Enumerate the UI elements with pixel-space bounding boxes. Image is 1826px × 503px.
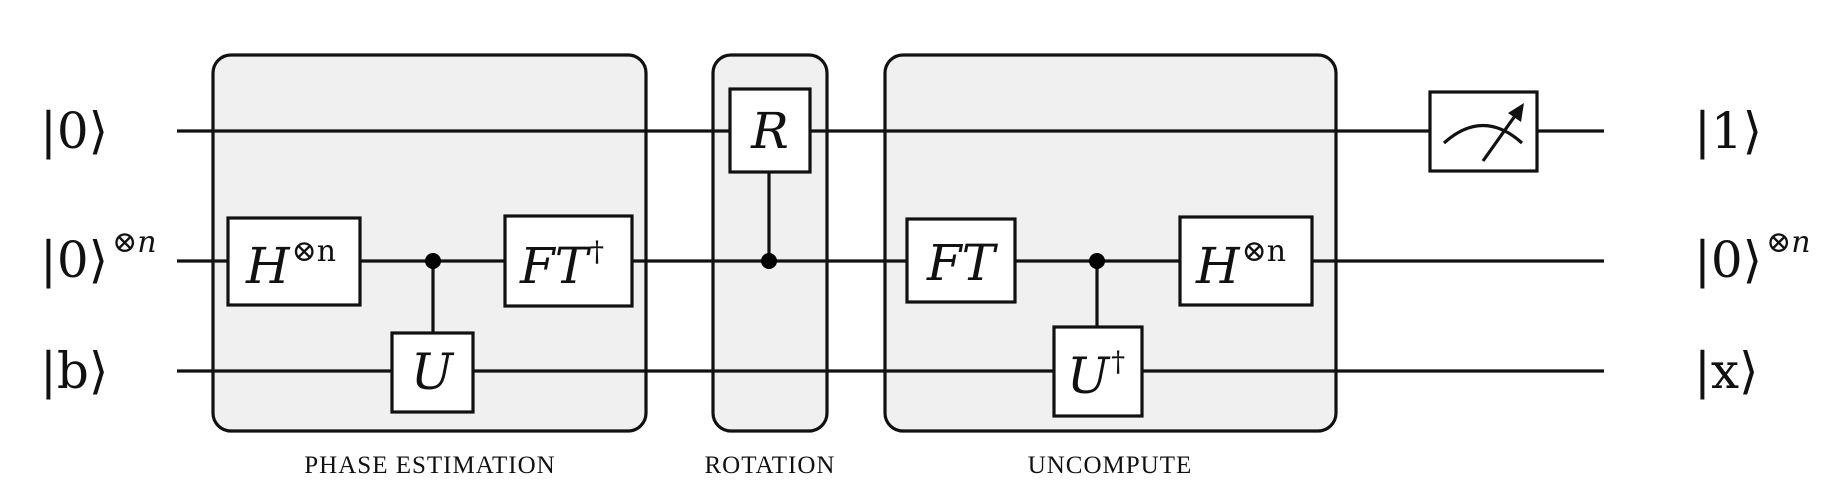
- control-dot-r: [761, 253, 777, 269]
- rotation-gate: [728, 87, 812, 174]
- meter-arc: [1442, 123, 1524, 145]
- hadamard-gate-2: [1178, 215, 1314, 307]
- uncompute-label: UNCOMPUTE: [1028, 452, 1193, 479]
- u-dagger-gate: [1052, 325, 1144, 418]
- meter-icon: [1428, 90, 1539, 173]
- inverse-fourier-gate-label: FT†: [519, 235, 604, 295]
- rotation-label: ROTATION: [705, 452, 836, 479]
- output-x: |x⟩: [1694, 342, 1759, 400]
- fourier-gate-label: FT: [926, 234, 999, 292]
- phase-estimation-label: PHASE ESTIMATION: [304, 452, 555, 479]
- u-dagger-gate-label: U†: [1067, 345, 1125, 405]
- output-qubit-0: |1⟩: [1694, 102, 1762, 160]
- input-b: |b⟩: [40, 342, 108, 400]
- inverse-fourier-gate: [503, 214, 634, 308]
- hadamard-gate: [226, 216, 362, 307]
- unitary-gate-label: U: [411, 343, 455, 401]
- input-register: |0⟩⊗n: [40, 225, 157, 289]
- hadamard-gate-2-label: H⊗n: [1195, 234, 1286, 295]
- input-qubit-0: |0⟩: [40, 102, 108, 160]
- rotation-gate-label: R: [750, 102, 789, 160]
- uncompute-box: [883, 53, 1338, 433]
- control-dot-u: [425, 253, 441, 269]
- meter-needle: [1481, 112, 1519, 162]
- fourier-gate: [905, 217, 1017, 304]
- unitary-gate: [390, 331, 475, 414]
- output-register: |0⟩⊗n: [1694, 225, 1811, 289]
- meter-arrowhead: [1508, 103, 1524, 122]
- phase-estimation-box: [211, 53, 648, 433]
- hadamard-gate-label: H⊗n: [245, 234, 336, 295]
- control-dot-u-dagger: [1089, 253, 1105, 269]
